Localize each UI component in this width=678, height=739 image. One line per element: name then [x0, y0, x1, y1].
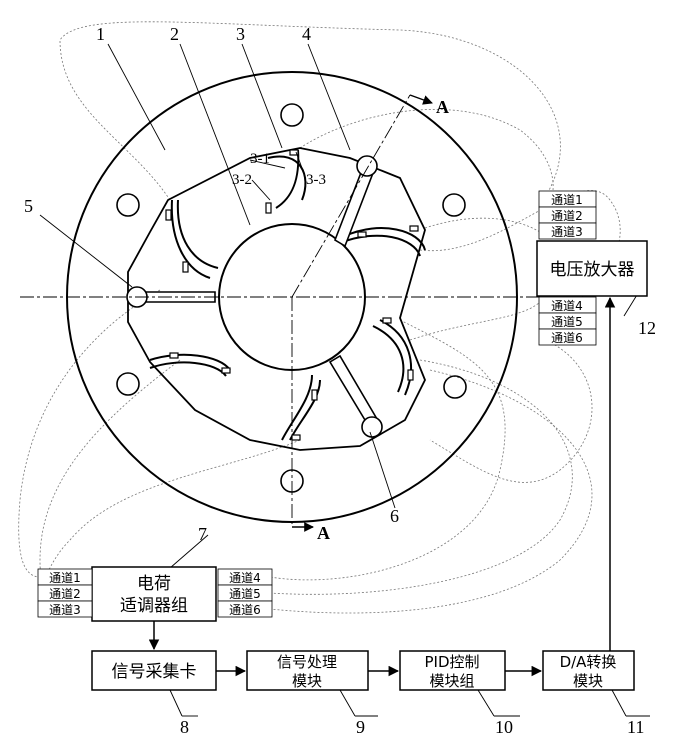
pid-control-line2: 模块组 — [429, 672, 474, 690]
da-converter-line2: 模块 — [573, 672, 603, 690]
amp-channel-4: 通道4 — [551, 299, 583, 313]
amp-channel-2: 通道2 — [551, 209, 583, 223]
amp-channel-6: 通道6 — [551, 331, 583, 345]
part-number-12: 12 — [638, 318, 656, 338]
part-number-4: 4 — [302, 24, 311, 44]
part-number-3-2: 3-2 — [232, 172, 252, 188]
part-number-8: 8 — [180, 717, 189, 737]
part-number-3: 3 — [236, 24, 245, 44]
da-converter-line1: D/A转换 — [560, 653, 617, 671]
part-number-6: 6 — [390, 506, 399, 526]
bottom-leaders — [170, 690, 650, 716]
part-number-3-1: 3-1 — [250, 151, 270, 167]
pid-control-line1: PID控制 — [424, 653, 479, 671]
part-number-1: 1 — [96, 24, 105, 44]
charge-conditioner-line1: 电荷 — [137, 574, 171, 594]
part-number-10: 10 — [495, 717, 513, 737]
section-label-bottom: A — [317, 523, 330, 543]
part-number-7: 7 — [198, 524, 207, 544]
charge-conditioner-group: 电荷 适调器组 通道1 通道2 通道3 通道4 通道5 通道6 — [38, 567, 272, 621]
signal-processing-line1: 信号处理 — [277, 653, 337, 671]
part-number-5: 5 — [24, 196, 33, 216]
amp-channel-5: 通道5 — [551, 315, 583, 329]
part-number-2: 2 — [170, 24, 179, 44]
charge-channel-6: 通道6 — [229, 603, 261, 617]
acquisition-card-label: 信号采集卡 — [112, 662, 197, 682]
section-label-top: A — [436, 97, 449, 117]
charge-channel-2: 通道2 — [49, 587, 81, 601]
part-number-9: 9 — [356, 717, 365, 737]
amp-channel-3: 通道3 — [551, 225, 583, 239]
voltage-amplifier-label: 电压放大器 — [550, 260, 635, 280]
charge-channel-3: 通道3 — [49, 603, 81, 617]
part-number-11: 11 — [627, 717, 644, 737]
charge-channel-5: 通道5 — [229, 587, 261, 601]
signal-processing-line2: 模块 — [292, 672, 322, 690]
voltage-amplifier-group: 电压放大器 通道1 通道2 通道3 通道4 通道5 通道6 — [537, 191, 647, 345]
charge-conditioner-line2: 适调器组 — [120, 596, 188, 616]
charge-channel-1: 通道1 — [49, 571, 81, 585]
amp-channel-1: 通道1 — [551, 193, 583, 207]
part-number-3-3: 3-3 — [306, 172, 326, 188]
charge-channel-4: 通道4 — [229, 571, 261, 585]
